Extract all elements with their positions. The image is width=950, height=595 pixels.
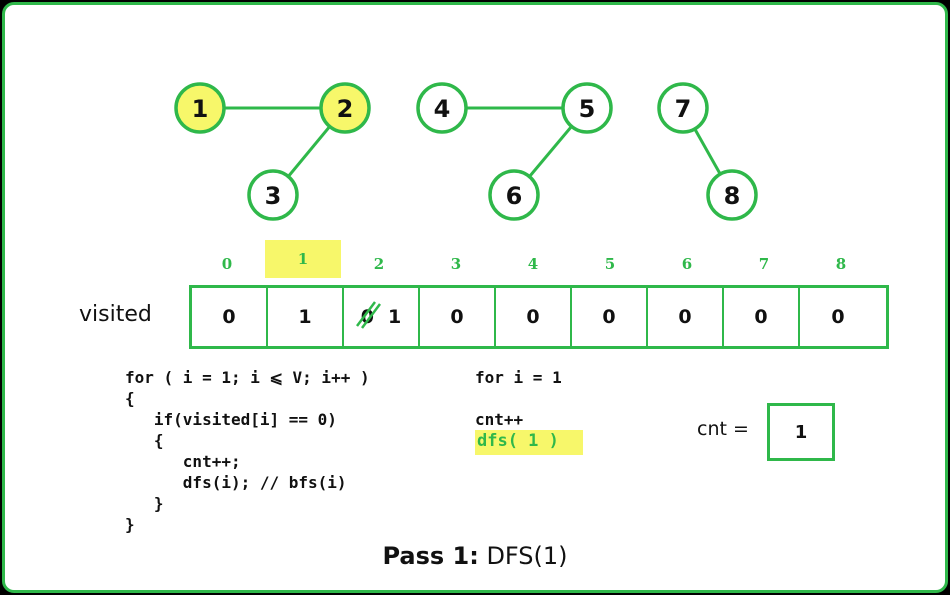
caption-bold: Pass 1:	[382, 542, 479, 570]
visited-cell: 1	[268, 288, 344, 346]
graph-node-label: 5	[579, 95, 596, 123]
code-line: }	[125, 494, 164, 513]
caption-rest: DFS(1)	[478, 542, 568, 570]
caption: Pass 1: DFS(1)	[5, 542, 945, 570]
index-label: 5	[604, 255, 616, 273]
code-line: cnt++;	[125, 452, 241, 471]
graph: 1 2 3 4 5 6 7 8	[174, 82, 758, 221]
visited-cell: 0	[496, 288, 572, 346]
graph-node-label: 1	[192, 95, 209, 123]
trace-loop: for i = 1	[475, 368, 562, 387]
visited-cell: 0	[192, 288, 268, 346]
graph-node: 1	[174, 82, 226, 134]
visited-label: visited	[79, 302, 152, 327]
counter-label: cnt =	[697, 418, 749, 440]
code-line: dfs(i); // bfs(i)	[125, 473, 347, 492]
graph-node-label: 7	[675, 95, 692, 123]
code-line: }	[125, 515, 135, 534]
graph-node: 7	[657, 82, 709, 134]
graph-node-circle	[247, 169, 299, 221]
code-line: {	[125, 431, 164, 450]
trace-call: dfs( 1 )	[477, 431, 559, 451]
index-label: 8	[835, 255, 847, 273]
visited-cell: 0	[648, 288, 724, 346]
index-label: 6	[681, 255, 693, 273]
graph-node-circle	[416, 82, 468, 134]
graph-node: 4	[416, 82, 468, 134]
index-label: 4	[527, 255, 539, 273]
index-label: 0	[221, 255, 233, 273]
index-label: 3	[450, 255, 462, 273]
visited-cell: 0	[420, 288, 496, 346]
trace-call-highlight	[475, 430, 583, 455]
new-value: 1	[388, 306, 402, 328]
graph-node: 8	[706, 169, 758, 221]
graph-node-label: 3	[265, 182, 282, 210]
visited-cell: 0	[831, 306, 845, 328]
visited-cell: 0	[724, 288, 800, 346]
graph-node-circle	[319, 82, 371, 134]
graph-node: 5	[561, 82, 613, 134]
graph-node-circle	[657, 82, 709, 134]
trace-increment: cnt++	[475, 410, 524, 429]
visited-cell-updated: 0 1	[344, 288, 420, 346]
graph-node-label: 6	[506, 182, 523, 210]
counter-box: 1	[767, 403, 835, 461]
graph-node: 6	[488, 169, 540, 221]
visited-array: 0 1 0 1 0 0 0 0 0 0	[189, 285, 889, 349]
graph-node-label: 4	[434, 95, 451, 123]
strike-through-mark	[355, 301, 381, 329]
graph-node: 2	[319, 82, 371, 134]
index-label: 7	[758, 255, 770, 273]
graph-node-label: 8	[724, 182, 741, 210]
index-label: 2	[373, 255, 385, 273]
code-line: for ( i = 1; i ⩽ V; i++ )	[125, 368, 370, 387]
graph-node-circle	[174, 82, 226, 134]
previous-value-text: 0	[360, 306, 374, 328]
graph-node-label: 2	[337, 95, 354, 123]
graph-node-circle	[488, 169, 540, 221]
code-line: if(visited[i] == 0)	[125, 410, 337, 429]
previous-value: 0	[355, 301, 381, 329]
visited-cell: 0	[572, 288, 648, 346]
graph-node: 3	[247, 169, 299, 221]
graph-node-circle	[561, 82, 613, 134]
graph-node-circle	[706, 169, 758, 221]
index-label-highlighted: 1	[265, 240, 341, 278]
code-line: {	[125, 389, 135, 408]
